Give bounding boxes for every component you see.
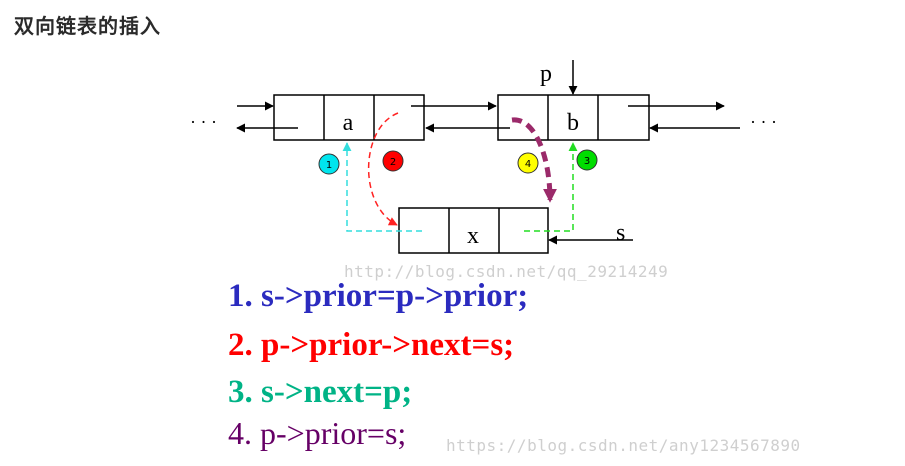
- ellipsis-left: · · ·: [190, 112, 217, 132]
- step-3-code: 3. s->next=p;: [228, 374, 413, 410]
- marker-2-num: 2: [390, 157, 396, 168]
- marker-1: 1: [318, 153, 340, 175]
- step-1-code: 1. s->prior=p->prior;: [228, 278, 529, 314]
- step2-link: [367, 112, 399, 226]
- ellipsis-right: · · ·: [750, 112, 777, 132]
- step-2-code: 2. p->prior->next=s;: [228, 327, 515, 363]
- marker-4-num: 4: [525, 159, 531, 170]
- list-links: [236, 60, 740, 245]
- pointer-p-label: p: [540, 61, 552, 87]
- marker-1-num: 1: [326, 160, 332, 171]
- step-4-code: 4. p->prior=s;: [228, 415, 407, 451]
- marker-3-num: 3: [584, 156, 590, 167]
- step4-link: [511, 117, 557, 203]
- marker-4: 4: [517, 152, 539, 174]
- node-a: [273, 94, 425, 141]
- watermark-1: http://blog.csdn.net/qq_29214249: [344, 262, 669, 281]
- pointer-s-label: s: [616, 220, 625, 246]
- page-title: 双向链表的插入: [14, 14, 161, 38]
- node-b: [497, 94, 650, 141]
- marker-2: 2: [382, 150, 404, 172]
- marker-3: 3: [576, 149, 598, 171]
- step1-link: [342, 142, 422, 232]
- watermark-2: https://blog.csdn.net/any1234567890: [446, 436, 801, 455]
- node-b-label: b: [567, 110, 579, 136]
- node-a-label: a: [343, 110, 354, 136]
- node-x-label: x: [467, 223, 479, 249]
